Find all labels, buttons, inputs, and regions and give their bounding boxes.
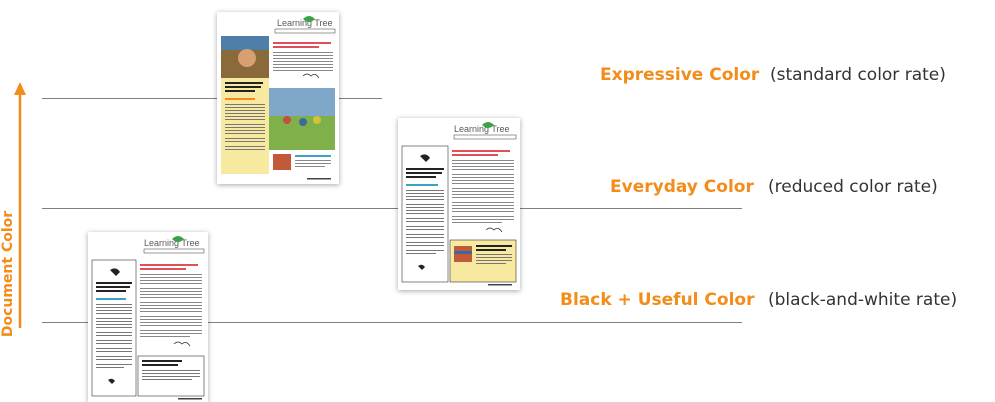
axis-arrow-icon	[14, 82, 26, 328]
tier-name-everyday: Everyday Color	[610, 177, 754, 197]
tier-rate-black: (black-and-white rate)	[768, 290, 958, 310]
tier-name-expressive: Expressive Color	[600, 65, 760, 85]
tier-line-everyday	[42, 208, 742, 209]
tier-line-black	[42, 322, 742, 323]
document-thumbnail-expressive: Learning Tree	[217, 12, 339, 184]
brand-logo-text: Learning Tree	[144, 238, 200, 248]
document-thumbnail-black: Learning Tree	[88, 232, 208, 402]
axis-label: Document Color	[0, 206, 16, 342]
document-color-axis: Document Color	[0, 80, 40, 342]
brand-logo-text: Learning Tree	[277, 18, 333, 28]
tier-line-expressive	[42, 98, 382, 99]
tier-rate-everyday: (reduced color rate)	[768, 177, 938, 197]
tier-name-black: Black + Useful Color	[560, 290, 755, 310]
document-thumbnail-everyday: Learning Tree	[398, 118, 520, 290]
tier-rate-expressive: (standard color rate)	[770, 65, 946, 85]
brand-logo-text: Learning Tree	[454, 124, 510, 134]
